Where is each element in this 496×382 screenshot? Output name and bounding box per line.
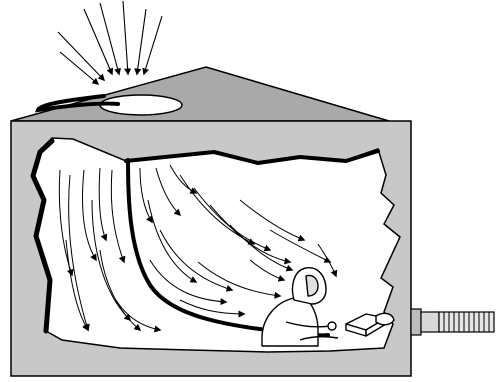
enclosure-roof	[11, 67, 389, 121]
incoming-light-rays	[58, 1, 162, 84]
exhaust-duct	[411, 309, 494, 335]
